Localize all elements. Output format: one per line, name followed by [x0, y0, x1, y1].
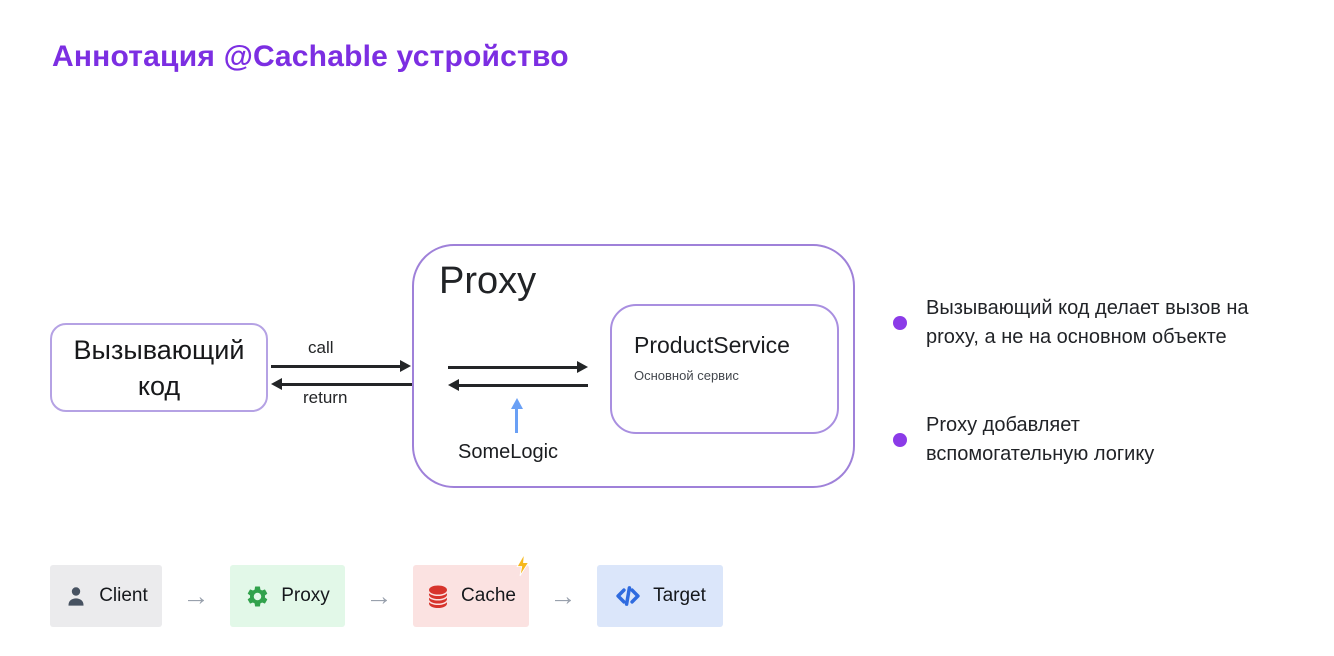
inner-return-arrow-shaft: [457, 384, 588, 387]
flow-step-label: Client: [99, 585, 148, 606]
flow-step-label: Target: [653, 585, 706, 606]
flow-step-proxy: Proxy: [230, 565, 345, 627]
note-line: proxy, а не на основном объекте: [926, 326, 1227, 348]
database-icon: [429, 585, 448, 608]
proxy-title: Proxy: [439, 260, 537, 302]
flow-arrow-icon: →: [365, 580, 393, 611]
call-arrow-label: call: [308, 338, 334, 357]
note-item: Вызывающий код делает вызов на proxy, а …: [880, 294, 1330, 352]
flow-row: Client → Proxy → Cache →: [50, 553, 723, 627]
flow-arrow-icon: →: [182, 580, 210, 611]
call-arrow-head-icon: [400, 360, 411, 372]
lightning-icon: [516, 553, 530, 577]
note-line: Proxy добавляет: [926, 414, 1080, 436]
inner-call-arrow-head-icon: [577, 361, 588, 373]
bullet-dot-icon: [893, 433, 907, 447]
flow-arrow-icon: →: [549, 580, 577, 611]
note-line: вспомогательную логику: [926, 443, 1155, 465]
caller-code-line1: Вызывающий: [73, 334, 245, 365]
inner-call-arrow-shaft: [448, 366, 580, 369]
note-item: Proxy добавляет вспомогательную логику: [880, 411, 1330, 469]
return-arrow-label: return: [303, 388, 348, 407]
code-icon: [616, 586, 640, 606]
caller-code-line2: код: [137, 370, 181, 401]
flow-step-label: Cache: [461, 585, 516, 606]
call-arrow-shaft: [271, 365, 403, 368]
flow-step-cache: Cache: [413, 553, 530, 627]
somelogic-arrow-head-icon: [511, 398, 523, 409]
person-icon: [68, 587, 84, 606]
flow-step-label: Proxy: [281, 585, 330, 606]
product-service-box: ProductService Основной сервис: [610, 304, 839, 434]
return-arrow-shaft: [280, 383, 412, 386]
product-service-subtitle: Основной сервис: [634, 368, 739, 383]
flow-step-client: Client: [50, 565, 162, 627]
flow-step-target: Target: [597, 565, 723, 627]
return-arrow-head-icon: [271, 378, 282, 390]
bullet-dot-icon: [893, 316, 907, 330]
note-line: Вызывающий код делает вызов на: [926, 297, 1249, 319]
page-title: Аннотация @Cachable устройство: [52, 40, 569, 73]
inner-return-arrow-head-icon: [448, 379, 459, 391]
product-service-name: ProductService: [634, 332, 790, 358]
somelogic-label: SomeLogic: [458, 441, 559, 463]
gear-icon: [247, 586, 268, 606]
caller-code-box: Вызывающий код: [50, 323, 268, 412]
somelogic-arrow-shaft: [515, 408, 518, 433]
notes-list: Вызывающий код делает вызов на proxy, а …: [880, 294, 1330, 499]
